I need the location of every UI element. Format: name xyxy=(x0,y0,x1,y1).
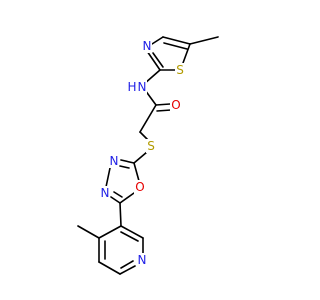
bond-o1-c2 xyxy=(133,162,140,182)
pyridine-nitrogen-text: N xyxy=(138,253,147,267)
bond-s1-c5 xyxy=(182,43,191,64)
molecule-structure-diagram: N S H N O S N N O xyxy=(77,36,219,275)
bond-c5-c4 xyxy=(162,36,191,45)
oxadiazole-oxygen-text: O xyxy=(135,180,144,194)
oxadiazole-oxygen-label: O xyxy=(134,180,145,194)
thiazole-sulfur-label: S xyxy=(175,63,185,77)
bond-c2-n3 xyxy=(120,159,135,164)
atom-label-layer: N S H N O S N N O xyxy=(100,39,185,267)
bond-py-c3-c4 xyxy=(98,225,122,239)
bond-c4-n3 xyxy=(151,36,164,45)
bond-c5-c4-double xyxy=(163,42,188,50)
bond-py-c2-c3-double xyxy=(120,231,139,242)
thiazole-nitrogen-text: N xyxy=(143,39,152,53)
bond-methyl-pyridine xyxy=(77,225,100,239)
oxadiazole-n3-label: N xyxy=(109,154,119,168)
bond-carbonyl-o-double xyxy=(156,109,172,112)
bond-methyl-thiazole xyxy=(189,36,219,45)
bond-c2-n3-double xyxy=(119,165,130,169)
carbonyl-oxygen-label: O xyxy=(170,98,181,112)
bond-c5-pyridine xyxy=(119,202,122,227)
bond-c5-o1 xyxy=(119,192,135,204)
bond-layer xyxy=(77,36,219,275)
bond-n3-c2 xyxy=(146,50,161,71)
amide-nitrogen-text: N xyxy=(138,80,147,94)
thiazole-nitrogen-label: N xyxy=(142,39,152,53)
bond-n3-c2-double xyxy=(152,52,164,68)
thioether-sulfur-label: S xyxy=(146,139,156,153)
thiazole-sulfur-text: S xyxy=(176,63,184,77)
amide-nh-label: H N xyxy=(127,80,147,94)
bond-py-c6-n1 xyxy=(119,265,136,275)
bond-carbonyl-o xyxy=(155,103,171,106)
oxadiazole-n3-text: N xyxy=(110,154,119,168)
pyridine-nitrogen-label: N xyxy=(137,253,148,267)
bond-ch2-s xyxy=(139,131,149,141)
carbonyl-oxygen-text: O xyxy=(171,98,180,112)
bond-py-c6-n1-double xyxy=(120,260,134,269)
oxadiazole-n4-label: N xyxy=(100,186,110,200)
bond-py-c5-c6 xyxy=(98,261,121,275)
bond-carbonyl-ch2 xyxy=(139,104,157,133)
bond-s-c2-oxadiazole xyxy=(133,151,148,164)
amide-h-text: H xyxy=(127,80,136,94)
bond-py-c2-c3 xyxy=(120,225,144,239)
bond-n4-c5-double xyxy=(113,191,123,198)
bond-n3-n4 xyxy=(105,167,111,188)
thioether-sulfur-text: S xyxy=(147,139,155,153)
oxadiazole-n4-text: N xyxy=(101,186,110,200)
bond-n4-c5 xyxy=(110,196,121,204)
